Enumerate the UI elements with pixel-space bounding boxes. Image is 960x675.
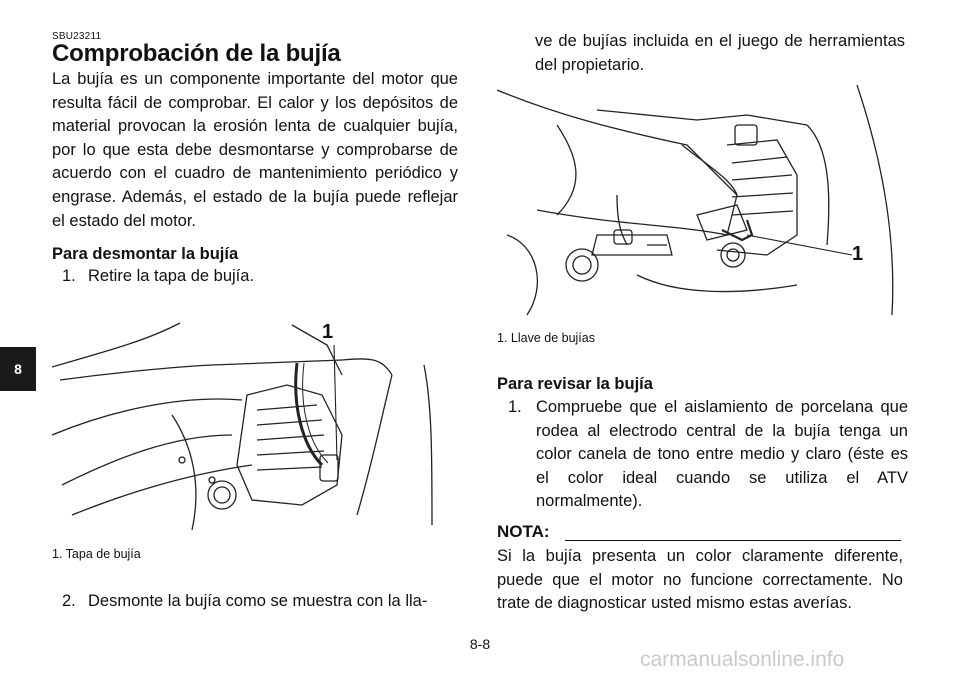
check-heading: Para revisar la bujía [497, 375, 653, 393]
chapter-tab: 8 [0, 347, 36, 391]
section-code: SBU23211 [52, 31, 102, 42]
watermark: carmanualsonline.info [640, 648, 845, 671]
figure-2-caption: 1. Llave de bujías [497, 331, 595, 345]
step-text: Retire la tapa de bujía. [88, 267, 255, 285]
note-label: NOTA: [497, 522, 550, 541]
figure-spark-plug-wrench: 1 [497, 85, 907, 320]
section-title: Comprobación de la bujía [52, 40, 341, 67]
intro-paragraph: La bujía es un componente importante del… [52, 70, 458, 230]
figure-2-callout: 1 [852, 243, 864, 265]
step-number: 2. [62, 592, 76, 610]
right-intro: ve de bujías incluida en el juego de her… [535, 32, 905, 74]
note-text: Si la bujía presenta un color claramente… [497, 547, 903, 613]
figure-spark-plug-cap: 1 [52, 315, 462, 540]
note-divider [565, 540, 901, 541]
remove-step-1: 1. Retire la tapa de bujía. [62, 265, 254, 289]
remove-step-2: 2. Desmonte la bujía como se muestra con … [62, 590, 462, 614]
step-text: Compruebe que el aislamiento de porcelan… [536, 398, 908, 511]
figure-1-caption: 1. Tapa de bujía [52, 547, 141, 561]
figure-1-callout: 1 [322, 321, 334, 343]
step-number: 1. [508, 398, 522, 416]
remove-heading: Para desmontar la bujía [52, 245, 239, 263]
page-number: 8-8 [469, 636, 491, 652]
step-number: 1. [62, 267, 76, 285]
step-text: Desmonte la bujía como se muestra con la… [88, 592, 428, 610]
